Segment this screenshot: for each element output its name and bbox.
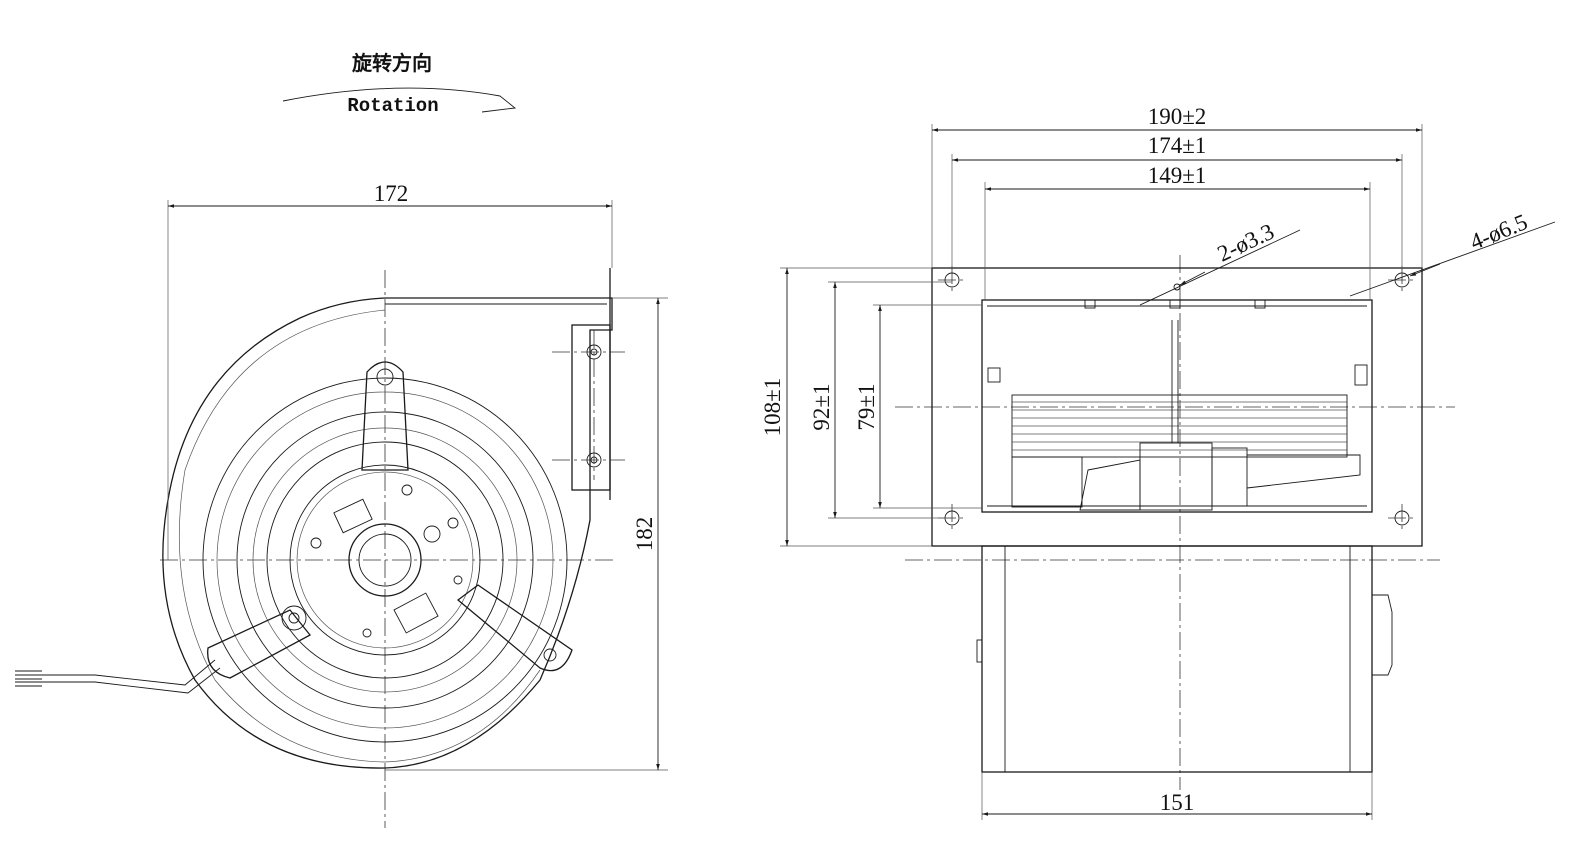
mounting-hole-small [1173, 283, 1181, 291]
dim-front-width: 172 [374, 181, 409, 206]
motor-hub [348, 523, 422, 597]
rotation-label-en: Rotation [347, 95, 438, 117]
side-view: 190±2 174±1 149±1 108±1 92±1 79±1 151 2-… [760, 104, 1556, 820]
support-arm-right [456, 584, 573, 672]
hole-large-callout: 4-ø6.5 [1467, 209, 1531, 254]
rotation-arrow [282, 87, 517, 113]
outlet-flange [571, 324, 611, 491]
support-arm-left [207, 609, 311, 679]
dim-outlet-width: 151 [1160, 790, 1195, 815]
dim-hole-height: 92±1 [809, 383, 834, 430]
dim-hole-span: 174±1 [1148, 133, 1207, 158]
motor-block [1079, 320, 1361, 511]
dim-body-width: 149±1 [1148, 163, 1207, 188]
scroll-housing [162, 297, 613, 769]
outlet-body [981, 545, 1373, 773]
dim-front-height: 182 [632, 517, 657, 552]
front-view: 172 182 [15, 181, 668, 828]
wheel-ring-outer [202, 377, 568, 743]
blower-wheel [1011, 394, 1348, 508]
power-cable [15, 659, 221, 694]
hole-small-callout: 2-ø3.3 [1214, 219, 1278, 267]
mounting-holes-large [938, 266, 1416, 532]
rotation-indicator: 旋转方向 Rotation [282, 51, 517, 117]
dim-overall-width: 190±2 [1148, 104, 1207, 129]
rotation-label-cn: 旋转方向 [351, 51, 432, 75]
dim-body-height: 79±1 [854, 383, 879, 430]
dim-overall-height: 108±1 [760, 378, 785, 437]
support-arm-top [361, 361, 409, 471]
